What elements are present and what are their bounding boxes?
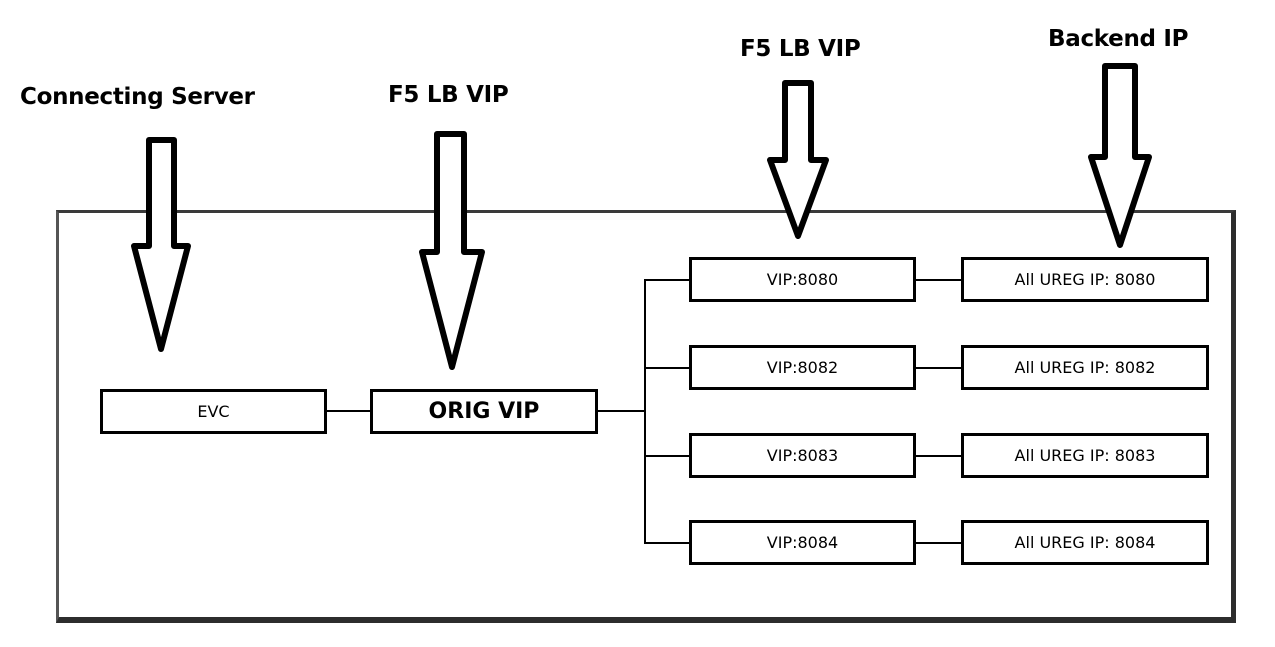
down-arrow-icon — [131, 137, 191, 352]
down-arrow-icon — [419, 131, 485, 370]
connector-vip-ureg-8080 — [915, 279, 962, 281]
node-orig-vip: ORIG VIP — [370, 389, 598, 434]
label-f5-lb-vip-orig: F5 LB VIP — [388, 82, 509, 108]
node-ureg-8084: All UREG IP: 8084 — [961, 520, 1209, 565]
connector-vip-ureg-8084 — [915, 542, 962, 544]
connector-bus-vip-8082 — [644, 367, 690, 369]
connector-vip-ureg-8082 — [915, 367, 962, 369]
label-connecting-server: Connecting Server — [20, 84, 255, 110]
node-vip-8080: VIP:8080 — [689, 257, 916, 302]
connector-bus-vip-8083 — [644, 455, 690, 457]
connector-bus-vip-8080 — [644, 279, 690, 281]
node-ureg-8080: All UREG IP: 8080 — [961, 257, 1209, 302]
down-arrow-icon — [767, 80, 829, 239]
connector-vip-ureg-8083 — [915, 455, 962, 457]
connector-bus-vertical — [644, 279, 646, 544]
node-vip-8084: VIP:8084 — [689, 520, 916, 565]
node-vip-8083: VIP:8083 — [689, 433, 916, 478]
down-arrow-icon — [1088, 63, 1152, 248]
node-ureg-8083: All UREG IP: 8083 — [961, 433, 1209, 478]
node-ureg-8082: All UREG IP: 8082 — [961, 345, 1209, 390]
connector-evc-orig — [326, 410, 371, 412]
label-f5-lb-vip-ports: F5 LB VIP — [740, 36, 861, 62]
connector-bus-vip-8084 — [644, 542, 690, 544]
node-evc: EVC — [100, 389, 327, 434]
node-vip-8082: VIP:8082 — [689, 345, 916, 390]
connector-orig-bus — [597, 410, 646, 412]
label-backend-ip: Backend IP — [1048, 26, 1189, 52]
diagram-container — [56, 210, 1236, 623]
